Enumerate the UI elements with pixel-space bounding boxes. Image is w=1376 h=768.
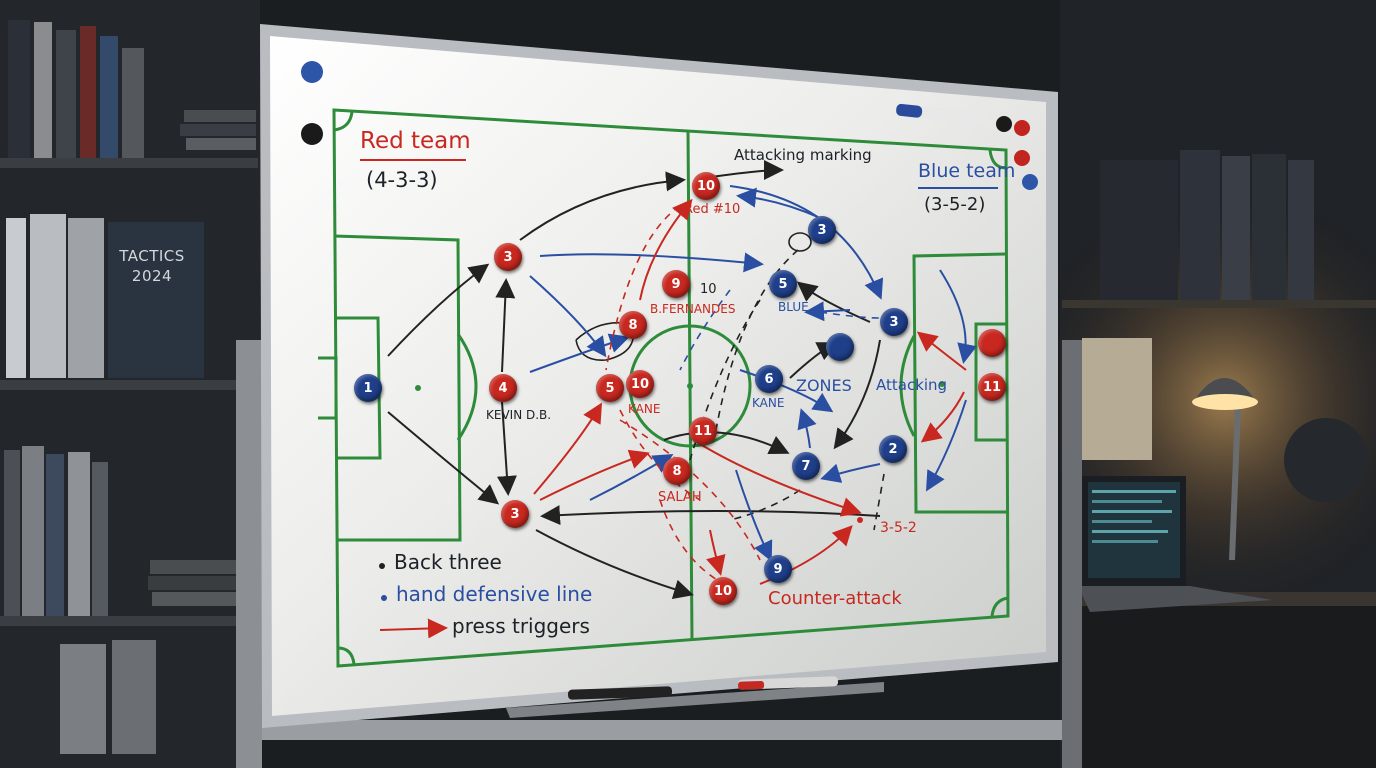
red-magnet-11-goal[interactable]: 11	[978, 373, 1006, 401]
red-magnet-4[interactable]: 4	[489, 374, 517, 402]
blue-team-formation: (3-5-2)	[924, 194, 986, 215]
attacking-marking-note: Attacking marking	[734, 146, 872, 164]
blue-note: BLUE	[778, 300, 809, 314]
red-magnet-goal[interactable]	[978, 329, 1006, 357]
red-magnet-3-top[interactable]: 3	[494, 243, 522, 271]
attacking-note: Attacking	[876, 376, 948, 394]
b-fernandes-label: B.FERNANDES	[650, 302, 736, 316]
red-magnet-11-mid[interactable]: 11	[689, 417, 717, 445]
red-magnet-8-mid[interactable]: 8	[619, 311, 647, 339]
blue-magnet-7[interactable]: 7	[792, 452, 820, 480]
counter-attack-note: Counter-attack	[768, 588, 902, 609]
number-10-note: 10	[700, 282, 717, 297]
blue-magnet-1[interactable]: 1	[354, 374, 382, 402]
red-magnet-10-mid[interactable]: 10	[626, 370, 654, 398]
red-team-title: Red team	[360, 128, 471, 154]
legend-defensive-line: hand defensive line	[396, 582, 593, 606]
blue-magnet-6[interactable]: 6	[755, 365, 783, 393]
red-magnet-9[interactable]: 9	[662, 270, 690, 298]
red-magnet-8-low[interactable]: 8	[663, 457, 691, 485]
blue-magnet-blank[interactable]	[826, 333, 854, 361]
kane-blue-label: KANE	[752, 396, 785, 410]
blue-magnet-3-top[interactable]: 3	[808, 216, 836, 244]
red-magnet-10-top[interactable]: 10	[692, 172, 720, 200]
blue-magnet-5[interactable]: 5	[769, 270, 797, 298]
red-team-formation: (4-3-3)	[366, 168, 438, 192]
red-10-note: Red #10	[684, 202, 741, 217]
blue-magnet-2[interactable]: 2	[879, 435, 907, 463]
legend-back-three: Back three	[394, 550, 502, 574]
blue-magnet-3-right[interactable]: 3	[880, 308, 908, 336]
red-magnet-3-low[interactable]: 3	[501, 500, 529, 528]
kane-red-label: KANE	[628, 402, 661, 416]
kevin-label: KEVIN D.B.	[486, 408, 552, 422]
formation-note: 3-5-2	[880, 520, 917, 536]
legend-press-triggers: press triggers	[452, 614, 590, 638]
red-magnet-10-low[interactable]: 10	[709, 577, 737, 605]
red-magnet-5[interactable]: 5	[596, 374, 624, 402]
blue-magnet-9[interactable]: 9	[764, 555, 792, 583]
salah-label: SALAH	[658, 490, 702, 505]
blue-team-title: Blue team	[918, 160, 1016, 182]
zones-note: ZONES	[796, 376, 852, 395]
